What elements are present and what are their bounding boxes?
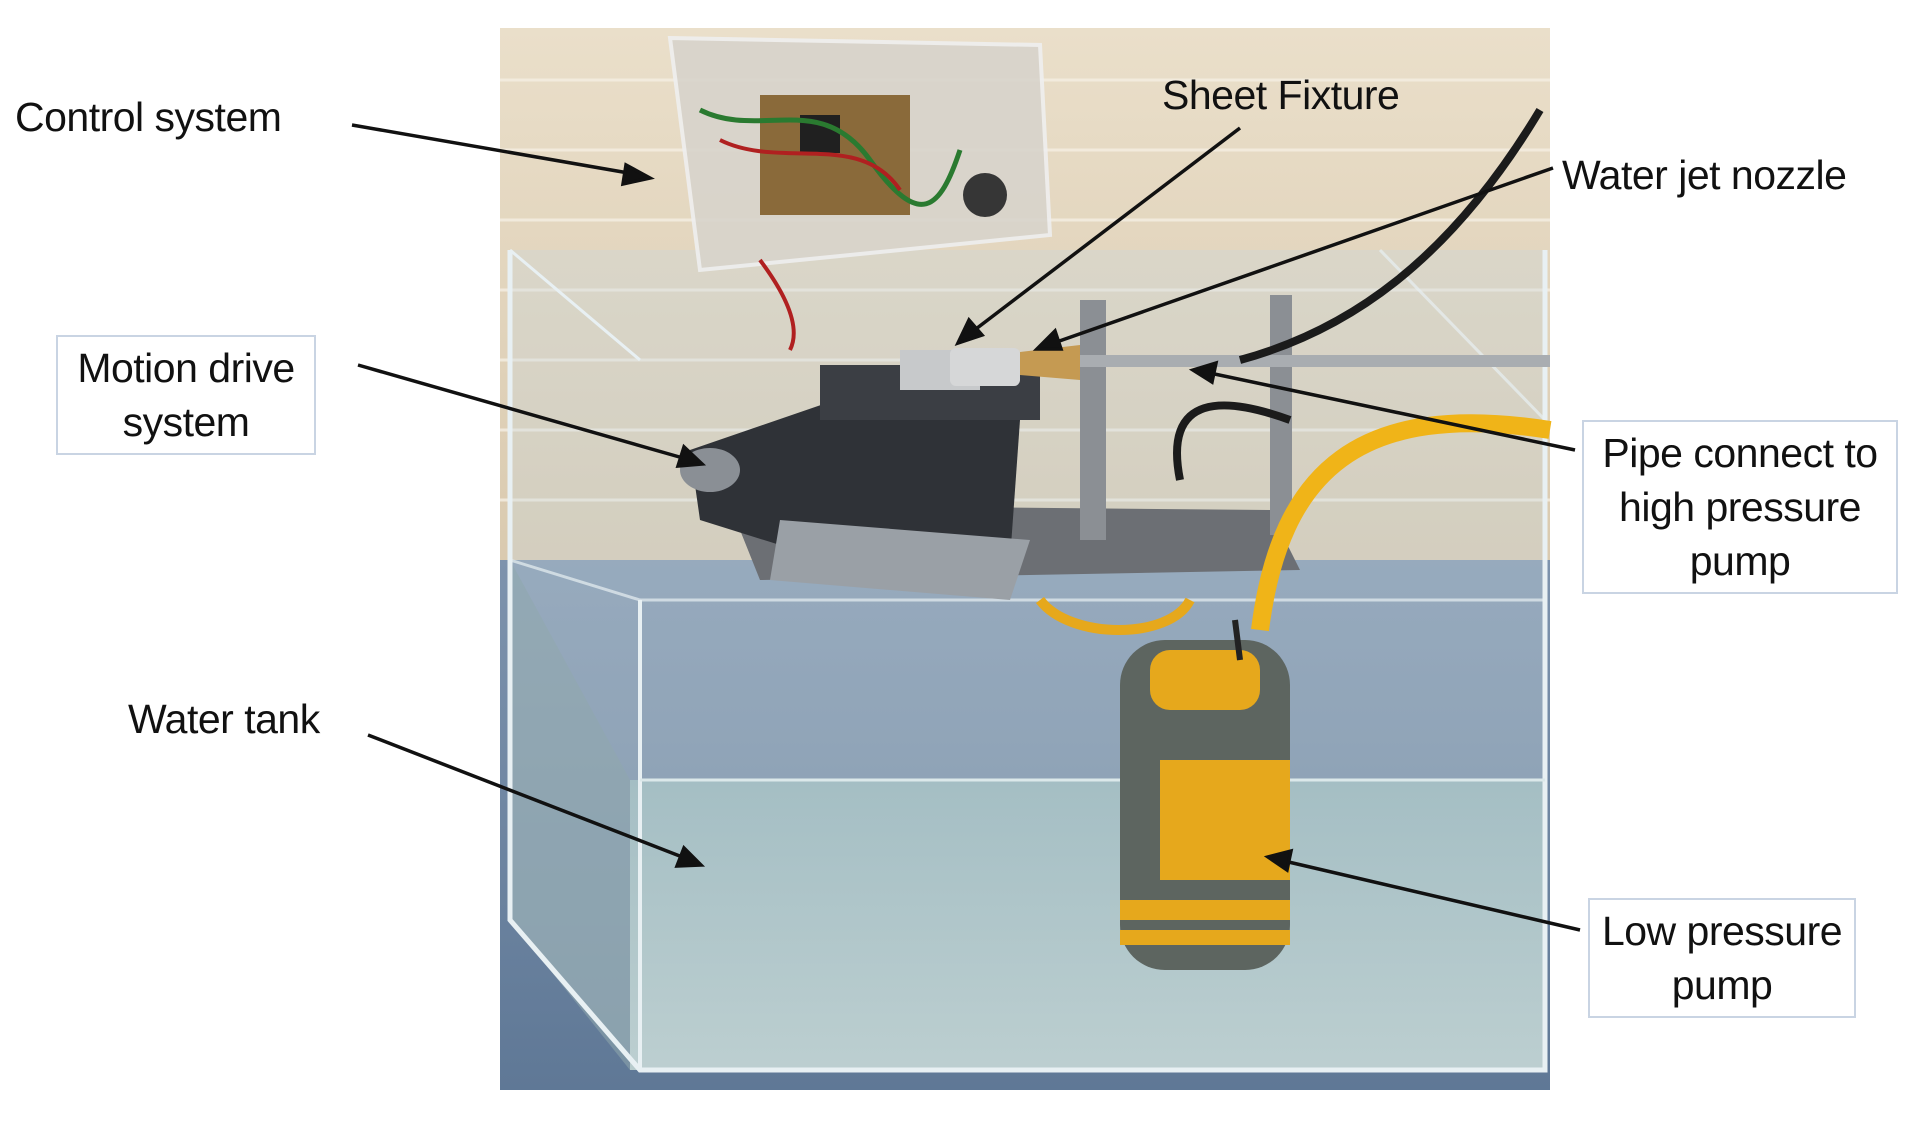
label-control-system: Control system <box>15 94 282 140</box>
label-motion-drive-system: Motion drive system <box>56 335 316 456</box>
label-line: Pipe connect to <box>1602 430 1878 476</box>
water-jet-nozzle <box>1020 345 1080 380</box>
pump-base-ring <box>1036 596 1195 635</box>
label-line: pump <box>1689 538 1791 585</box>
sheet-fixture <box>950 348 1020 386</box>
black-cable-2 <box>1173 401 1292 481</box>
low-pressure-pump <box>1120 619 1290 970</box>
label-water-tank: Water tank <box>128 696 320 742</box>
yellow-hose <box>1251 414 1552 632</box>
label-line: high pressure <box>1619 484 1861 531</box>
label-line: Low pressure <box>1601 908 1843 954</box>
label-water-jet-nozzle: Water jet nozzle <box>1562 152 1847 198</box>
label-line: pump <box>1671 962 1773 1009</box>
label-sheet-fixture: Sheet Fixture <box>1162 72 1400 118</box>
high-pressure-pipe <box>1080 355 1550 367</box>
annotation-arrows <box>351 123 1581 932</box>
photo <box>500 28 1552 1090</box>
control-box <box>667 35 1053 351</box>
support-post-1 <box>1080 300 1106 540</box>
label-line: system <box>122 399 250 446</box>
label-pipe-high-pressure-pump: Pipe connect to high pressure pump <box>1582 420 1898 595</box>
label-line: Motion drive <box>77 345 295 391</box>
black-cable <box>1238 107 1544 364</box>
label-low-pressure-pump: Low pressure pump <box>1588 898 1856 1019</box>
